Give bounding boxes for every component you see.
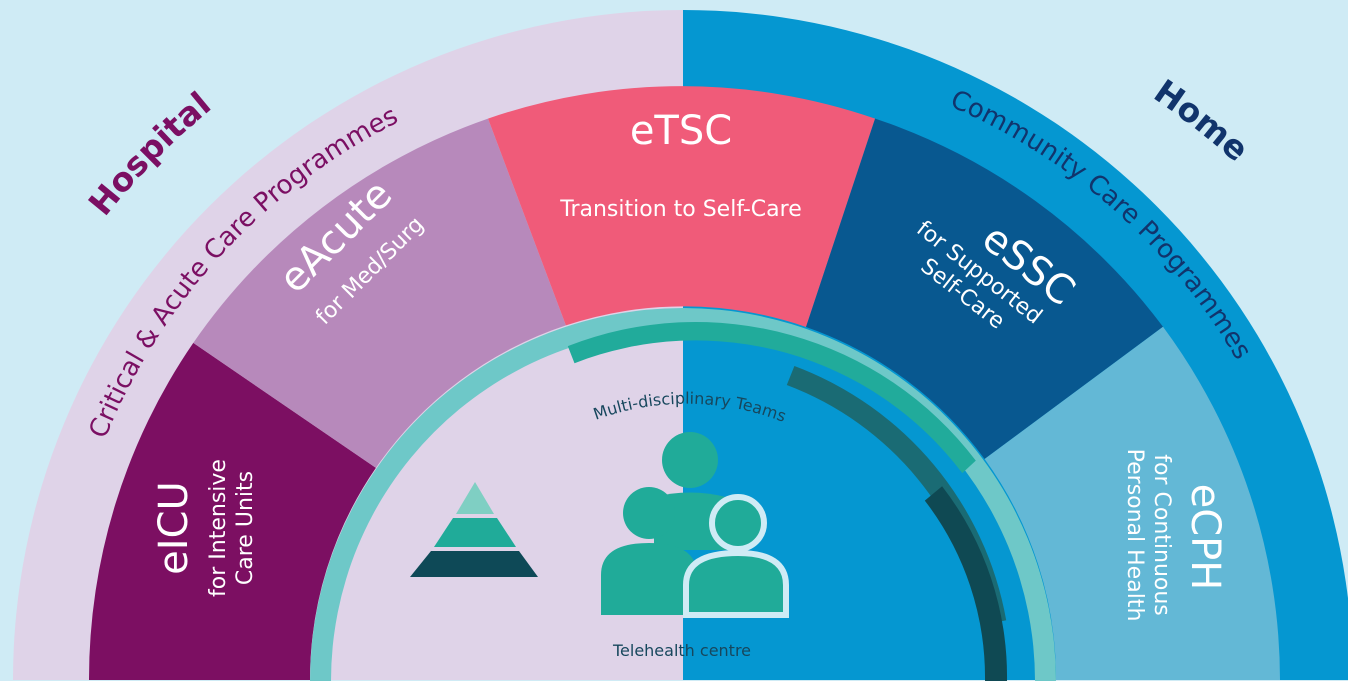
segment-title-eicu: eICU (151, 481, 197, 575)
team-people-icon (601, 432, 789, 618)
home-label: Home (1147, 72, 1256, 169)
segment-desc-etsc-1: Transition to Self-Care (559, 197, 802, 222)
segment-desc-eicu-1: for Intensive (206, 459, 231, 597)
pyramid-icon (410, 482, 538, 577)
hospital-label: Hospital (81, 84, 218, 223)
label-eicu: eICU for Intensive Care Units (151, 459, 258, 597)
ring-accent-teal (567, 321, 976, 474)
segment-desc-ecph-1: for Continuous (1149, 454, 1174, 616)
segment-desc-eicu-2: Care Units (233, 471, 258, 585)
label-etsc: eTSC Transition to Self-Care (559, 108, 802, 222)
segment-desc-ecph-2: Personal Health (1122, 449, 1147, 622)
segment-eicu (88, 342, 376, 680)
segment-title-ecph: eCPH (1182, 484, 1228, 591)
segment-title-etsc: eTSC (630, 108, 732, 154)
segment-essc (806, 118, 1163, 459)
segment-etsc (488, 86, 876, 328)
ring-accent-darker (924, 486, 1008, 681)
label-ecph: eCPH for Continuous Personal Health (1122, 449, 1228, 622)
telehealth-centre-label: Telehealth centre (612, 641, 751, 660)
segment-ecph (984, 326, 1280, 680)
segment-eacute (193, 118, 566, 468)
